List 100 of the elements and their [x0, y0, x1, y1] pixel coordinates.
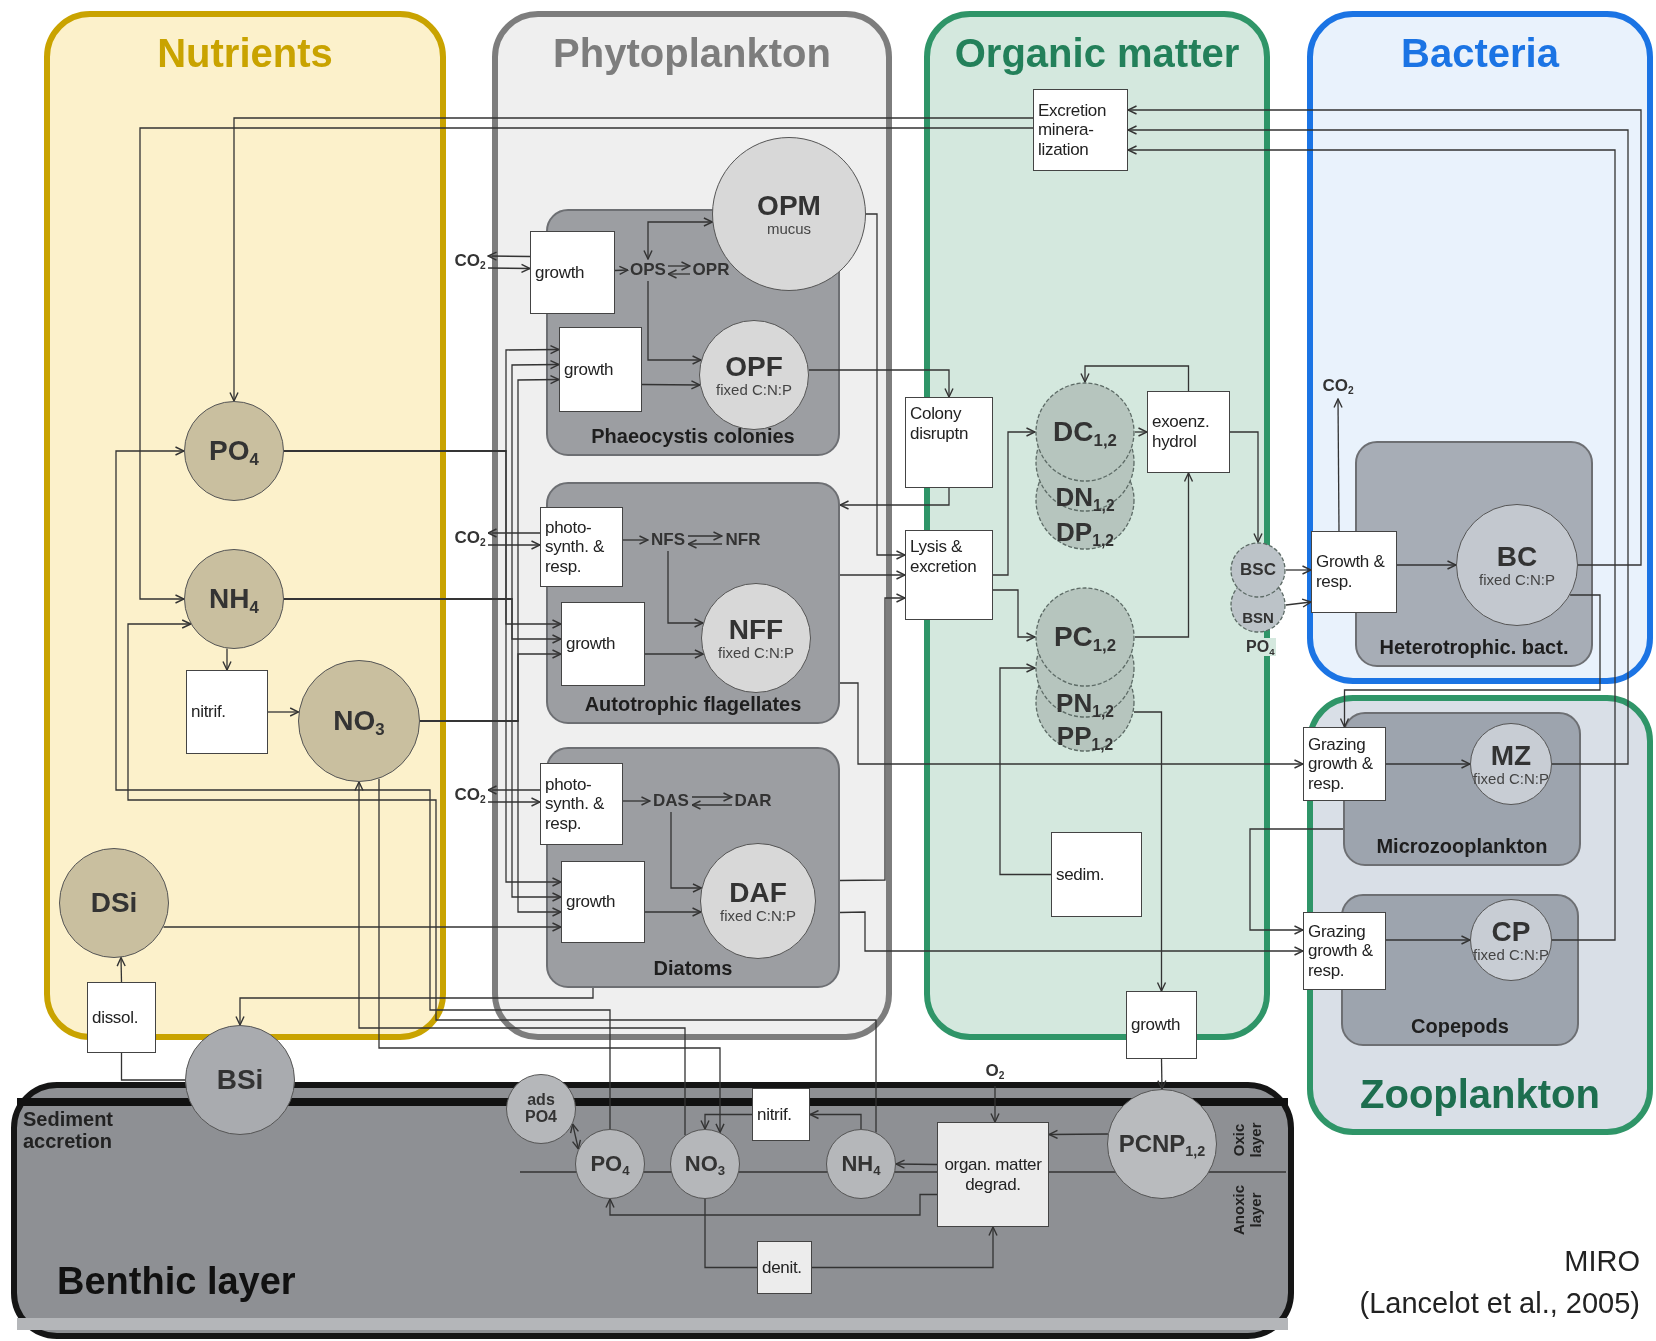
flow-arrow — [691, 792, 733, 802]
pool-note: fixed C:N:P — [718, 644, 794, 662]
flow-arrow — [990, 1085, 1000, 1123]
flow-arrow — [839, 593, 906, 882]
group-panel — [492, 11, 892, 1040]
flow-arrow — [687, 531, 723, 541]
flow-arrow — [1157, 1058, 1167, 1090]
flow-arrow — [1134, 472, 1194, 638]
state-label: CO$_{2}$ — [452, 250, 488, 274]
flow-arrow — [116, 956, 126, 983]
flow-arrow — [992, 589, 1036, 642]
flow-arrow — [999, 663, 1052, 876]
pool-note: fixed C:N:P — [1479, 571, 1555, 589]
flow-arrow — [808, 369, 954, 398]
process-box — [186, 670, 268, 754]
process-box — [540, 507, 623, 587]
flow-arrow — [691, 800, 733, 810]
flow-arrow — [839, 682, 1304, 769]
flow-arrow — [115, 446, 611, 1130]
process-box — [87, 982, 156, 1053]
flow-arrow — [992, 427, 1036, 576]
flow-arrow — [670, 811, 703, 893]
process-box — [1033, 89, 1128, 171]
state-label: OPR — [690, 259, 732, 281]
pool-label: PO$_{4}$ — [209, 436, 259, 466]
flow-arrow — [127, 619, 877, 1134]
flow-arrow — [809, 1109, 862, 1130]
flow-arrow — [1127, 125, 1629, 765]
flow-arrow — [162, 922, 562, 932]
process-label: denit. — [762, 1257, 803, 1278]
pool-label: DAF — [729, 877, 787, 908]
flow-arrow — [1333, 398, 1343, 532]
process-box — [1147, 391, 1230, 473]
pool-label: ads PO4 — [524, 1092, 558, 1126]
process-label: nitrif. — [757, 1104, 793, 1125]
layer-label: Oxic layer — [1231, 1121, 1265, 1160]
flow-arrow — [667, 261, 691, 271]
process-label: sedim. — [1056, 864, 1106, 885]
flow-arrow — [687, 539, 723, 549]
flow-arrow — [487, 540, 541, 550]
group-panel — [44, 11, 446, 1040]
process-label: photo- synth. & resp. — [545, 774, 606, 834]
process-box — [1051, 832, 1142, 917]
note-label: Sediment accretion — [23, 1108, 115, 1154]
process-label: Excretion minera- lization — [1038, 100, 1108, 160]
process-box — [540, 763, 623, 845]
flow-arrow — [622, 535, 649, 545]
process-label: growth — [566, 892, 617, 912]
process-label: organ. matter degrad. — [943, 1154, 1043, 1195]
flow-arrow — [1249, 828, 1344, 935]
pool-label: BC — [1496, 541, 1538, 572]
pool-label: OPM — [757, 190, 821, 221]
panel-title: Microzooplankton — [1375, 835, 1549, 858]
state-label: CO$_{2}$ — [452, 527, 488, 551]
pool-label: PO$_{4}$ — [590, 1152, 630, 1176]
process-label: exoenz. hydrol — [1152, 412, 1211, 452]
pool-label: NO$_{3}$ — [333, 706, 385, 736]
flow-arrow — [667, 550, 704, 628]
flow-arrow — [487, 797, 541, 807]
state-label: O$_{2}$ — [980, 1060, 1010, 1086]
flow-arrow — [569, 1123, 582, 1150]
process-label: growth — [566, 634, 617, 654]
process-box — [559, 327, 642, 412]
pool-stack — [1035, 382, 1135, 550]
pool-note: fixed C:N:P — [720, 907, 796, 925]
process-label: Lysis & excretion — [910, 537, 978, 577]
pool-label: BSC — [1239, 559, 1277, 581]
process-box — [1303, 912, 1386, 990]
process-box — [561, 861, 645, 943]
pool-label: OPF — [725, 351, 783, 382]
process-label: growth — [1131, 1015, 1182, 1035]
flow-arrow — [1080, 365, 1190, 392]
pool-label: PCNP$_{1,2}$ — [1118, 1131, 1206, 1157]
flow-arrow — [487, 528, 541, 538]
pool-label: BSN — [1241, 608, 1275, 628]
flow-arrow — [283, 598, 562, 902]
flow-arrow — [487, 251, 531, 261]
group-title: Organic matter — [953, 31, 1241, 76]
flow-arrow — [378, 778, 725, 1134]
flow-arrow — [1385, 935, 1471, 945]
flow-arrow — [1133, 711, 1167, 992]
flow-arrow — [644, 649, 705, 659]
panel-title: Diatoms — [652, 957, 734, 980]
process-box — [937, 1122, 1049, 1227]
flow-arrow — [811, 1226, 998, 1269]
pool-label: NO$_{3}$ — [684, 1152, 726, 1176]
flow-arrow — [235, 987, 594, 1026]
pool-stack — [1230, 542, 1286, 633]
flow-arrow — [667, 269, 691, 279]
pool-label: NH$_{4}$ — [841, 1152, 881, 1176]
flow-arrow — [895, 1159, 938, 1169]
flow-arrow — [1285, 565, 1312, 575]
flow-arrow — [622, 796, 651, 806]
state-label: CO$_{2}$ — [452, 784, 488, 808]
pool-note: fixed C:N:P — [1473, 770, 1549, 788]
flow-arrow — [1048, 1129, 1109, 1140]
pool-label: NFF — [728, 614, 784, 645]
process-box — [752, 1088, 810, 1141]
pool-label: CP — [1491, 916, 1531, 947]
flow-arrow — [865, 213, 906, 560]
